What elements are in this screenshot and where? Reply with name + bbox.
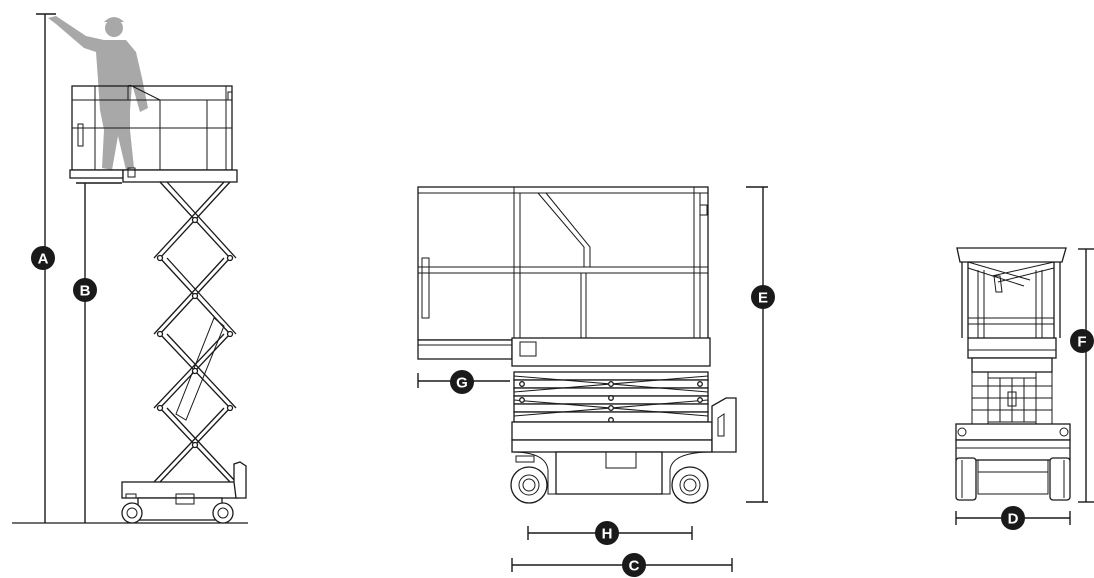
- dimension-b: [76, 182, 122, 523]
- extended-platform-deck: [69, 167, 238, 183]
- stowed-platform-deck: [417, 337, 711, 367]
- rear-platform-guardrail: [956, 247, 1067, 338]
- badge-g: G: [450, 370, 474, 394]
- badge-c-label: C: [629, 558, 640, 575]
- badge-e: E: [751, 285, 775, 309]
- rear-scissor-stack: [971, 371, 1053, 425]
- badge-d-label: D: [1008, 511, 1019, 528]
- extended-chassis: [121, 461, 247, 521]
- extended-platform-guardrail: [71, 84, 233, 171]
- badge-f-label: F: [1077, 334, 1086, 351]
- badge-b-label: B: [80, 283, 91, 300]
- badge-e-label: E: [758, 290, 768, 307]
- badge-g-label: G: [456, 375, 468, 392]
- badge-h-label: H: [602, 526, 613, 543]
- badge-d: D: [1001, 506, 1025, 530]
- stowed-platform-guardrail: [417, 186, 709, 341]
- dimension-e: [746, 186, 768, 503]
- badge-b: B: [73, 278, 97, 302]
- stowed-chassis: [511, 397, 737, 495]
- badge-c: C: [622, 553, 646, 577]
- extended-scissor-arms: [153, 181, 237, 483]
- badge-a: A: [31, 246, 55, 270]
- rear-chassis: [955, 423, 1071, 495]
- badge-a-label: A: [38, 251, 49, 268]
- dimension-f: [1078, 248, 1094, 503]
- rear-wheels: [955, 457, 1071, 501]
- stowed-scissor-stack: [513, 371, 709, 423]
- rear-platform-deck: [967, 337, 1057, 373]
- badge-f: F: [1070, 329, 1094, 353]
- badge-h: H: [595, 521, 619, 545]
- stowed-rear-view: [955, 247, 1094, 525]
- extended-side-view: [12, 13, 248, 524]
- stowed-side-wheels: [510, 466, 709, 504]
- extended-wheels: [121, 502, 234, 524]
- worker-silhouette: [48, 16, 148, 170]
